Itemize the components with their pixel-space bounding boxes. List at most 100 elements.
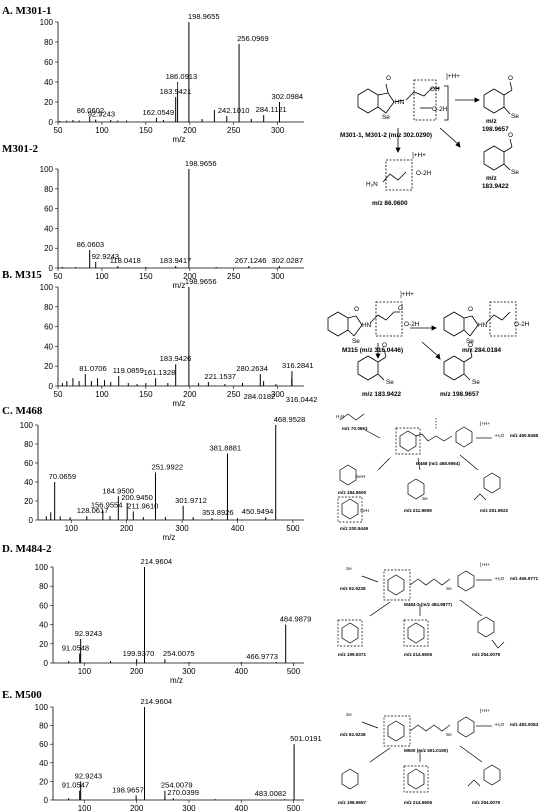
y-tick-label: 40 xyxy=(44,224,53,233)
scheme-d-text: ]+H+ Se m/z 92.9238 -H₂O m/z 466.9771 Se… xyxy=(338,562,539,657)
y-tick-label: 40 xyxy=(44,78,53,87)
scheme-d-se: Se xyxy=(346,566,352,571)
peak-label: 86.0603 xyxy=(77,240,104,249)
y-tick-label: 60 xyxy=(44,323,53,332)
chart-m500: E. M500020406080100100200300400500m/z91.… xyxy=(2,689,322,812)
peak-label: 92.9243 xyxy=(88,110,115,119)
peak-label: 162.0549 xyxy=(142,108,174,117)
scheme-d-f214-ring xyxy=(407,622,425,644)
x-tick-label: 200 xyxy=(183,272,197,281)
peak-label: 70.0659 xyxy=(49,472,76,481)
y-tick-label: 0 xyxy=(49,118,54,127)
y-tick-label: 80 xyxy=(44,38,53,47)
scheme-e-se: Se xyxy=(346,712,352,717)
peak-label: 92.9243 xyxy=(92,252,119,261)
scheme-b-parent-label: M315 (m/z 316.0446) xyxy=(342,347,403,354)
scheme-c-f200-ring xyxy=(341,498,359,520)
peak-label: 242.1010 xyxy=(218,106,250,115)
peak-label: 91.0547 xyxy=(62,781,89,790)
y-tick-label: 60 xyxy=(39,601,48,610)
peak-label: 184.9500 xyxy=(102,486,134,495)
peak-label: 161.1328 xyxy=(144,368,176,377)
scheme-e-text: ]+H+ Se m/z 92.9238 -H₂O m/z 483.0084 Se… xyxy=(338,708,539,805)
peak-label: 270.0399 xyxy=(167,788,199,797)
chart-title: D. M484-2 xyxy=(2,543,52,555)
scheme-b-f2-se: Se xyxy=(386,379,394,386)
x-axis-label: m/z xyxy=(163,533,176,542)
scheme-e-parent-label: M500 (m/z 501.0190) xyxy=(404,748,448,753)
scheme-e-h2o: -H₂O xyxy=(494,722,505,727)
scheme-c-parent-ring-b xyxy=(455,426,473,448)
peak-label: 316.0442 xyxy=(286,395,318,404)
x-tick-label: 200 xyxy=(183,126,197,135)
scheme-c-f251-ring xyxy=(483,472,501,494)
peak-label: 198.9655 xyxy=(188,12,220,21)
peak-label: 92.9243 xyxy=(75,771,102,780)
y-tick-label: 20 xyxy=(44,98,53,107)
scheme-a-frag3-label: m/z 86.0600 xyxy=(372,200,408,207)
x-tick-label: 250 xyxy=(227,272,241,281)
peak-label: 280.2634 xyxy=(236,364,268,373)
scheme-a-parent-ring xyxy=(357,88,379,114)
y-tick-label: 0 xyxy=(29,516,34,525)
x-tick-label: 100 xyxy=(78,804,92,812)
peak-label: 183.9426 xyxy=(160,354,192,363)
scheme-d-parent-label: M484-2 (m/z 484.9877) xyxy=(404,602,452,607)
x-tick-label: 50 xyxy=(54,272,63,281)
peak-label: 91.0548 xyxy=(62,643,89,652)
x-tick-label: 300 xyxy=(271,126,285,135)
x-tick-label: 300 xyxy=(271,390,285,399)
y-tick-label: 0 xyxy=(44,659,49,668)
scheme-a-charge: ]+H+ xyxy=(446,73,460,80)
peak-label: 483.0082 xyxy=(255,789,287,798)
scheme-d-f466: m/z 466.9771 xyxy=(510,576,539,581)
scheme-b-parent-ring xyxy=(327,311,349,337)
scheme-b-f2-label: m/z 183.9422 xyxy=(362,391,402,398)
scheme-c-seh-2: SeH xyxy=(360,508,369,513)
scheme-d-parent-ring-b xyxy=(457,570,475,592)
x-tick-label: 100 xyxy=(95,272,109,281)
peak-label: 353.8926 xyxy=(202,508,234,517)
y-tick-label: 40 xyxy=(39,621,48,630)
scheme-a-se: Se xyxy=(382,114,390,121)
scheme-b-f3-o: O xyxy=(468,342,473,349)
peak-label: 468.9528 xyxy=(274,415,306,424)
scheme-b-f1-hn: HN xyxy=(478,322,488,329)
scheme-e-f254: m/z 254.0079 xyxy=(472,800,501,805)
x-axis-label: m/z xyxy=(173,281,186,290)
y-tick-label: 60 xyxy=(44,58,53,67)
scheme-e-f214-ring xyxy=(407,768,425,790)
peak-label: 128.0617 xyxy=(77,506,109,515)
peak-label: 119.0859 xyxy=(113,366,144,375)
peak-label: 118.0418 xyxy=(110,256,141,265)
x-tick-label: 300 xyxy=(175,524,189,533)
scheme-a-frag1-mz: m/z xyxy=(486,118,497,125)
y-tick-label: 100 xyxy=(40,283,54,292)
scheme-b-f1-ring xyxy=(443,311,465,337)
peak-label: 183.9417 xyxy=(160,256,192,265)
scheme-a-oh: OH xyxy=(430,86,440,93)
scheme-d-f254: m/z 254.0079 xyxy=(472,652,501,657)
scheme-c-h2n: H₂N xyxy=(336,414,344,419)
peak-label: 92.9243 xyxy=(75,629,102,638)
peak-label: 284.1121 xyxy=(256,105,287,114)
peak-label: 316.2841 xyxy=(282,361,314,370)
scheme-a-frag2-mz: m/z xyxy=(486,175,497,182)
scheme-a-frag2-se: Se xyxy=(511,169,519,176)
scheme-c-f211-ring xyxy=(407,478,425,500)
y-tick-label: 20 xyxy=(39,777,48,786)
peak-label: 198.9656 xyxy=(185,277,217,286)
scheme-d xyxy=(337,569,505,649)
scheme-b-hn: HN xyxy=(362,322,372,329)
scheme-b-f3-se: Se xyxy=(472,379,480,386)
scheme-b-o2: O xyxy=(398,305,403,312)
peak-label: 198.9657 xyxy=(112,785,144,794)
x-tick-label: 100 xyxy=(65,524,79,533)
x-tick-label: 150 xyxy=(139,272,153,281)
peak-label: 86.0602 xyxy=(77,106,104,115)
y-tick-label: 60 xyxy=(44,205,53,214)
x-tick-label: 500 xyxy=(287,804,301,812)
scheme-d-f199-ring xyxy=(341,622,359,644)
